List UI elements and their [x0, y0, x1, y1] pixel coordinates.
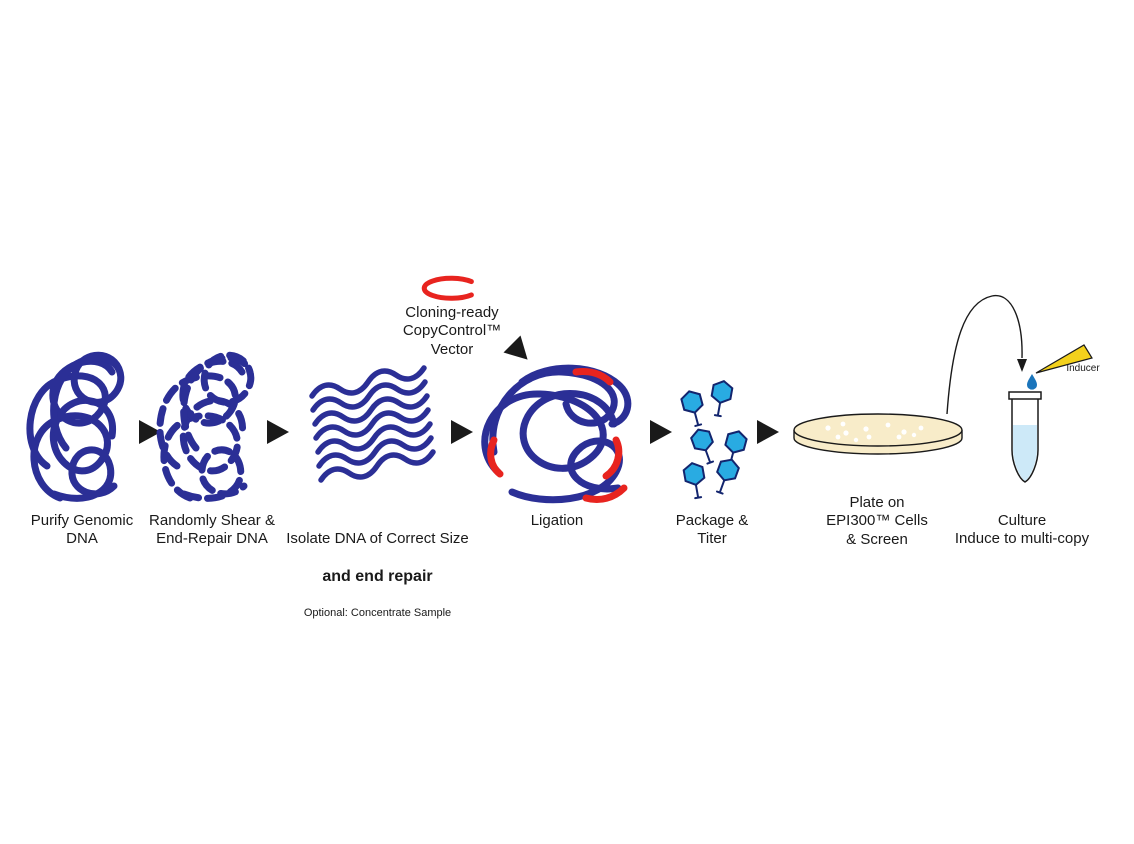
genomic-dna-coil-icon — [26, 351, 125, 502]
phage-particles-icon — [680, 380, 748, 500]
flow-arrow-3-icon — [451, 420, 473, 444]
vector-segment-icon — [602, 436, 623, 480]
flow-arrow-1-icon — [139, 420, 161, 444]
vector-ring-icon — [421, 275, 474, 301]
phage-icon — [680, 390, 704, 427]
petri-dish-icon — [793, 413, 963, 455]
inducer-droplet-icon — [1027, 374, 1037, 390]
vector-segment-icon — [572, 368, 614, 386]
inducer-label: Inducer — [1066, 363, 1100, 374]
step6-label: Plate on EPI300™ Cells & Screen — [826, 494, 928, 548]
step5-label: Package & Titer — [675, 512, 749, 548]
flow-arrow-2-icon — [267, 420, 289, 444]
sheared-dna-coil-icon — [156, 351, 255, 502]
flow-arrow-5-icon — [757, 420, 779, 444]
phage-icon — [682, 462, 706, 500]
plate-to-tube-arrow-icon — [946, 295, 1027, 415]
vector-segment-icon — [487, 436, 504, 478]
step3-label-line2: and end repair — [322, 567, 433, 585]
phage-icon — [690, 428, 715, 465]
step2-label: Randomly Shear & End-Repair DNA — [149, 512, 275, 548]
culture-tube-icon — [1008, 391, 1042, 483]
colonies-icon — [825, 421, 924, 443]
step7-label: Culture Induce to multi-copy — [954, 512, 1090, 548]
size-selected-dna-strands-icon — [309, 365, 436, 483]
phage-icon — [710, 380, 734, 418]
step3-label-line3: Optional: Concentrate Sample — [303, 606, 452, 619]
ligation-tangle-icon — [481, 364, 632, 504]
vector-to-ligation-arrow-icon — [503, 335, 528, 360]
step3-label: Isolate DNA of Correct Size and end repa… — [275, 512, 480, 638]
step4-label: Ligation — [530, 512, 584, 529]
vector-label: Cloning-ready CopyControl™ Vector — [402, 304, 502, 358]
flow-arrow-4-icon — [650, 420, 672, 444]
phage-icon — [715, 458, 740, 495]
step1-label: Purify Genomic DNA — [30, 512, 134, 548]
step3-label-line1: Isolate DNA of Correct Size — [286, 530, 469, 548]
pipette-tip-icon — [1035, 344, 1093, 374]
vector-segment-icon — [582, 484, 628, 504]
